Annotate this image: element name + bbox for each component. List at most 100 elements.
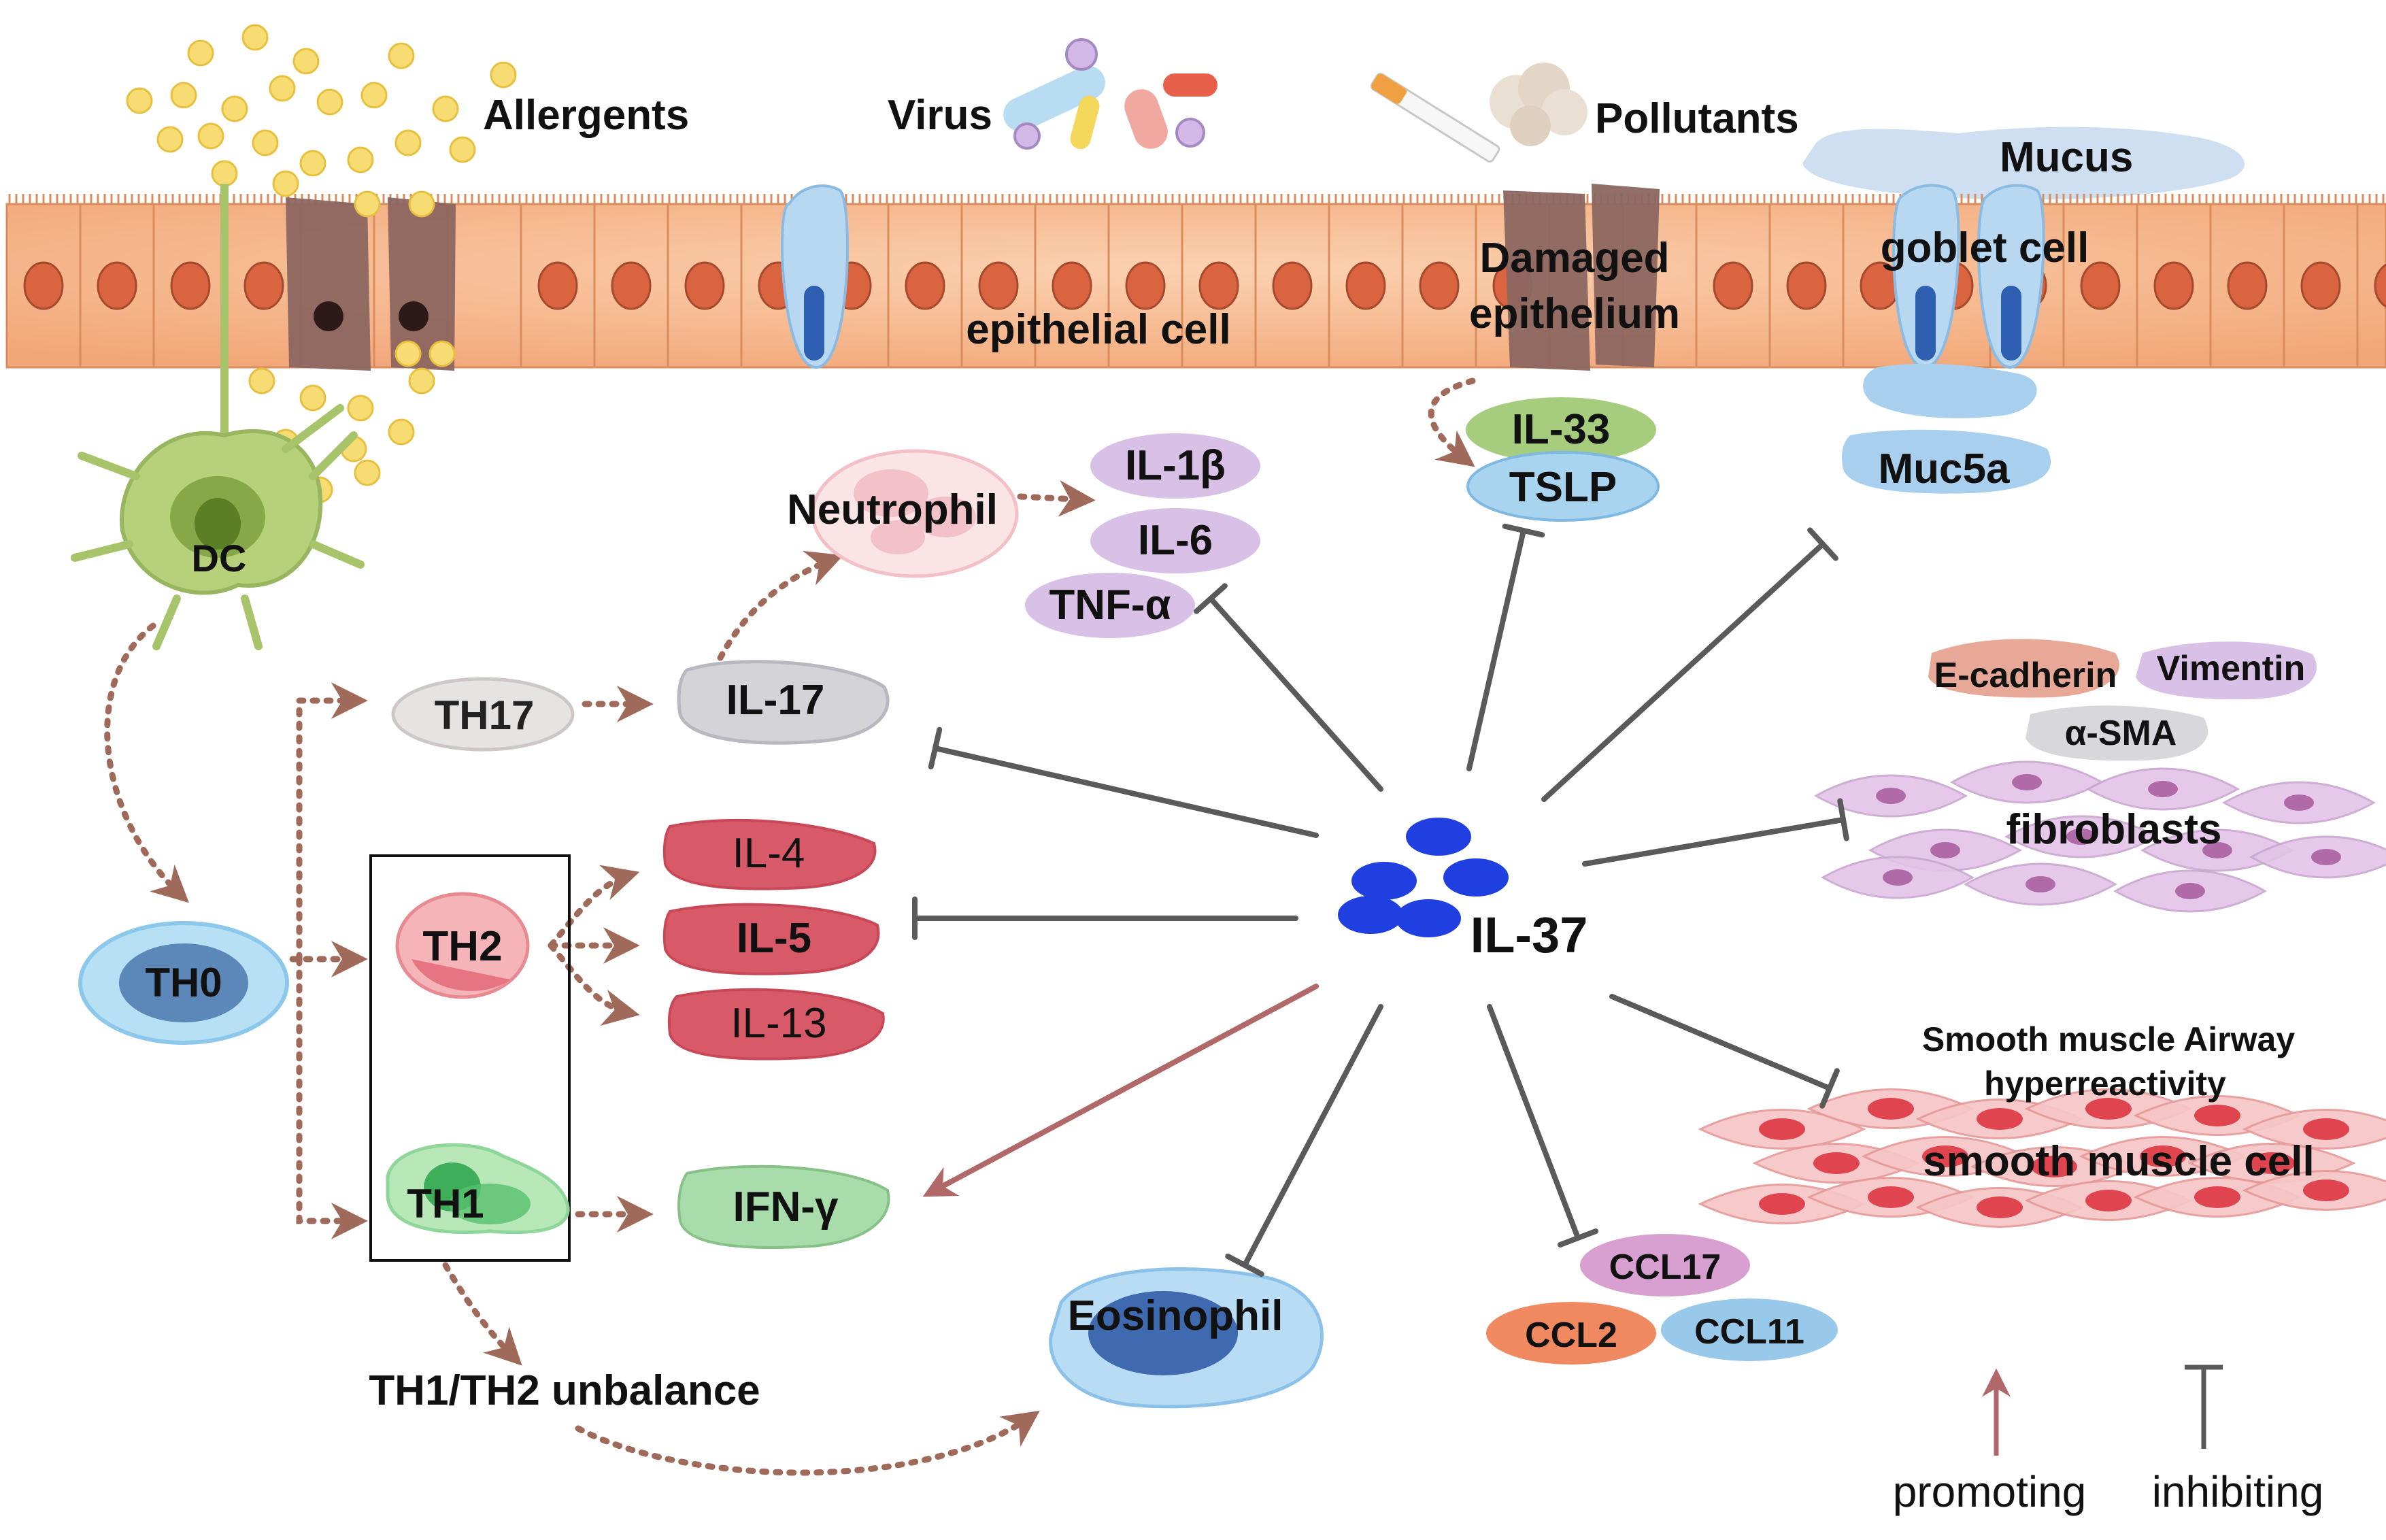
il33-label: IL-33: [1512, 406, 1611, 453]
allergen-particle: [197, 122, 224, 150]
il5-label: IL-5: [737, 915, 811, 962]
allergen-particle: [316, 88, 343, 116]
th2-cell: TH2: [395, 892, 530, 999]
il17-node: IL-17: [677, 660, 890, 745]
epithelial-nucleus: [2080, 261, 2121, 310]
neutrophil-to-il1b-arrow: [1017, 480, 1096, 517]
ccl2-label: CCL2: [1525, 1316, 1617, 1355]
epithelial-nucleus: [1198, 261, 1239, 310]
il5-node: IL-5: [662, 903, 880, 975]
smooth-muscle-caption-line2: hyperreactivity: [1984, 1065, 2226, 1103]
epithelial-nucleus: [2374, 263, 2386, 308]
fibroblast-nucleus: [2148, 781, 2178, 797]
allergen-particle: [354, 459, 381, 486]
smooth-muscle-nucleus: [1759, 1193, 1805, 1215]
unbalance-to-eosinophil-arrow: [575, 1410, 1040, 1476]
fibroblast-nucleus: [2311, 849, 2341, 865]
smooth-muscle-nucleus: [1868, 1186, 1914, 1208]
allergen-particle: [360, 82, 388, 109]
damaged-to-il33-arrow: [1428, 378, 1476, 467]
epithelial-nucleus: [1052, 261, 1092, 310]
il4-node: IL-4: [662, 818, 877, 890]
allergen-particle: [347, 146, 374, 173]
allergen-particle: [170, 82, 197, 109]
il13-label: IL-13: [730, 1000, 826, 1047]
ecadherin-label: E-cadherin: [1934, 656, 2117, 695]
il33-node: IL-33: [1466, 397, 1656, 463]
inhibit-muc5a-bar: [1807, 527, 1838, 561]
smooth-muscle-cluster: [1698, 1088, 2386, 1228]
fibroblast-nucleus: [2284, 794, 2314, 811]
inhibit-tslp-line: [1466, 528, 1526, 771]
mucus-layer: [1802, 127, 2245, 200]
inhibit-smooth-muscle-line: [1609, 994, 1832, 1091]
fibroblast-nucleus: [1930, 842, 1960, 858]
ecadherin-node: E-cadherin: [1928, 639, 2119, 698]
promote-ifng-arrow: [922, 984, 1319, 1197]
epithelial-cells: [5, 204, 2386, 367]
epithelial-nucleus: [978, 261, 1019, 310]
smooth-muscle-nucleus: [2140, 1145, 2186, 1167]
inhibit-fibroblasts-bar: [1837, 798, 1849, 841]
inhibit-ccl-bar: [1557, 1228, 1599, 1248]
epithelial-nucleus: [23, 261, 64, 310]
pollutants-label: Pollutants: [1595, 95, 1799, 142]
fibroblast-nucleus: [2175, 883, 2205, 899]
fibroblast-nucleus: [2012, 774, 2042, 790]
ccl11-node: CCL11: [1661, 1299, 1838, 1361]
inhibit-tnfa-bar: [1194, 583, 1228, 614]
allergen-particle: [241, 24, 269, 51]
asma-node: α-SMA: [2026, 705, 2208, 761]
vimentin-node: Vimentin: [2136, 641, 2317, 700]
allergen-particle: [269, 75, 296, 102]
damaged-cells-right: [1503, 184, 1660, 371]
tslp-label: TSLP: [1509, 464, 1617, 511]
inhibit-eosinophil-line: [1242, 1004, 1383, 1268]
muc5a-label: Muc5a: [1879, 446, 2010, 492]
epithelial-nucleus: [243, 261, 284, 310]
th17-label: TH17: [435, 692, 535, 738]
epithelial-nucleus: [537, 261, 578, 310]
fibroblast-nucleus: [1883, 869, 1913, 886]
fibroblast-nucleus: [2066, 828, 2096, 845]
th0-to-th1-arrow: [296, 956, 368, 1239]
epithelial-cell-label: epithelial cell: [966, 306, 1230, 353]
smooth-muscle-nucleus: [1868, 1098, 1914, 1120]
ccl17-node: CCL17: [1580, 1234, 1750, 1296]
inhibit-smooth-muscle-bar: [1819, 1068, 1840, 1109]
epithelial-nucleus: [2153, 261, 2194, 310]
il6-label: IL-6: [1138, 517, 1213, 564]
il37-label: IL-37: [1471, 907, 1588, 963]
il37-effect-lines: [912, 523, 1849, 1277]
differentiation-arrows: [104, 378, 1476, 1476]
smooth-muscle-nucleus: [2303, 1179, 2349, 1201]
th2-label: TH2: [422, 923, 502, 970]
fibroblast-nucleus: [2026, 876, 2055, 892]
allergen-particle: [211, 160, 238, 187]
allergen-particle: [187, 39, 214, 67]
th17-cell: TH17: [391, 677, 575, 752]
goblet-cell-label: goblet cell: [1881, 224, 2089, 271]
allergen-particle: [449, 136, 476, 163]
legend: promoting inhibiting: [1893, 1365, 2324, 1516]
epithelial-nucleus: [2300, 261, 2341, 310]
allergen-particle: [429, 340, 456, 367]
vimentin-label: Vimentin: [2157, 649, 2306, 688]
allergen-particle: [388, 418, 415, 446]
inhibit-tnfa-line: [1208, 596, 1383, 792]
virus-label: Virus: [888, 92, 992, 139]
il4-label: IL-4: [733, 830, 805, 877]
allergen-particle: [248, 367, 275, 395]
th1-th2-unbalance-label: TH1/TH2 unbalance: [369, 1367, 760, 1414]
damaged-cells-left: [286, 197, 456, 371]
smooth-muscle-nucleus: [2085, 1190, 2132, 1211]
epithelial-nucleus: [684, 261, 725, 310]
smooth-muscle-nucleus: [1977, 1108, 2023, 1130]
smooth-muscle-nucleus: [1977, 1196, 2023, 1218]
ifng-node: IFN-γ: [677, 1165, 890, 1250]
legend-inhibiting-label: inhibiting: [2152, 1467, 2324, 1516]
th0-label: TH0: [145, 960, 222, 1005]
allergen-particle: [347, 395, 374, 422]
th2-to-il4-arrow: [548, 865, 640, 949]
mucus-label: Mucus: [2000, 134, 2133, 181]
